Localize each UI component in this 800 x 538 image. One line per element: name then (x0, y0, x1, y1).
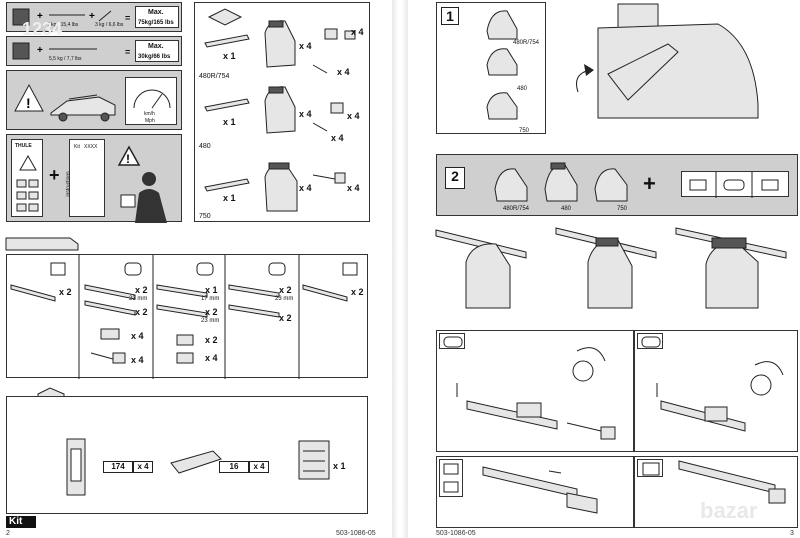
kit-contents-drawing (66, 438, 330, 496)
warning-triangle-icon: ! (14, 83, 116, 122)
bar-adapters-drawing (10, 255, 358, 379)
rounded-adapter-icon-b (637, 333, 663, 349)
plus-sign: + (49, 165, 60, 185)
model-label-480r: 480R/754 (199, 73, 230, 80)
bar-adapters-box: x 2 x 2 23 mm x 2 x 4 x 4 x 1 17 mm x 2 … (6, 254, 368, 379)
load-weight-3: 5,5 kg / 7,7 lbs (49, 56, 82, 62)
rounded-adapter-drawing-b (656, 361, 784, 432)
foot-install-diagram (576, 3, 759, 119)
model-label-750: 750 (199, 213, 211, 220)
speedometer-gauge: km/h Mph (125, 77, 177, 125)
square-bar-drawing-b (678, 460, 786, 504)
step-1-foot-variants (486, 10, 518, 120)
speedometer-icon (133, 89, 171, 109)
svg-text:+: + (37, 45, 43, 56)
roof-load-icon: + + (12, 8, 112, 26)
load-weight-2: 3 kg / 6,6 lbs (95, 22, 124, 28)
adapter-profile-icons (689, 172, 779, 198)
rounded-adapter-step-b (634, 330, 798, 452)
equals-sign-2: = (125, 47, 131, 57)
model-label-480: 480 (199, 143, 211, 150)
square-adapter-step-b (634, 456, 798, 528)
step-number-1: 1 (441, 7, 459, 25)
svg-text:!: ! (126, 152, 130, 166)
part-number-16: 16 (219, 461, 249, 473)
part-number-174: 174 (103, 461, 133, 473)
rounded-adapter-step-a (436, 330, 634, 452)
overlay-number: 1234 (22, 19, 63, 39)
right-page: 1 480R/754 480 750 2 480R/754 480 750 + (408, 0, 800, 538)
instructions-box: THULE + Kit XXXX instructions ! (6, 134, 182, 223)
roof-load-icon-2: + (12, 42, 97, 60)
rounded-adapter-icon (439, 333, 465, 349)
kit-parts-drawing (204, 8, 356, 212)
svg-text:+: + (89, 11, 95, 22)
load-weight-1: 7 kg / 15,4 lbs (47, 22, 79, 28)
left-page: + + 7 kg / 15,4 lbs 3 kg / 6,6 lbs = Max… (0, 0, 392, 538)
kit-footer-label: Kit (6, 516, 36, 528)
doc-code-left: 503-1086-05 (336, 530, 376, 537)
warning-mini-icon (16, 154, 39, 212)
vehicle-list-booklet: THULE (11, 139, 43, 217)
square-adapter-step-a (436, 456, 634, 528)
square-adapter-icon-b (637, 459, 663, 477)
max-load-badge-2: Max. 30kg/66 lbs (135, 40, 179, 62)
rounded-adapter-drawing (456, 347, 616, 440)
feet-with-bars-diagram (435, 227, 787, 309)
svg-text:!: ! (26, 95, 31, 111)
square-bar-drawing (482, 466, 598, 514)
equals-sign: = (125, 13, 131, 23)
load-limit-box-2: + 5,5 kg / 7,7 lbs = Max. 30kg/66 lbs (6, 36, 182, 66)
kit-parts-box: x 1 x 4 x 4 x 4 480R/754 x 1 x 4 x 4 x 4… (194, 2, 370, 222)
roof-bar-icon (5, 237, 79, 251)
svg-text:+: + (37, 11, 43, 22)
load-limit-box-1: + + 7 kg / 15,4 lbs 3 kg / 6,6 lbs = Max… (6, 2, 182, 32)
kit-instruction-booklet: Kit XXXX instructions (66, 139, 105, 217)
doc-code-right: 503-1086-05 (436, 530, 476, 537)
page-number-right: 3 (790, 530, 794, 537)
watermark: bazar (700, 498, 758, 523)
step-1-box: 1 480R/754 480 750 (436, 2, 546, 134)
kit-contents-box: 174 x 4 16 x 4 x 1 (6, 396, 368, 514)
adapter-types-box (681, 171, 789, 198)
plus-sign-step2: + (643, 171, 656, 196)
square-adapter-icon (439, 459, 463, 497)
page-number-left: 2 (6, 530, 10, 537)
speed-warning-box: ! km/h Mph (6, 70, 182, 130)
max-load-badge: Max. 75kg/165 lbs (135, 6, 179, 28)
step-number-2: 2 (445, 167, 465, 189)
page-gutter (392, 0, 408, 538)
step-2-foot-variants (494, 162, 628, 202)
person-reading-icon: ! (117, 145, 167, 223)
step-2-header: 2 480R/754 480 750 + (436, 154, 798, 216)
